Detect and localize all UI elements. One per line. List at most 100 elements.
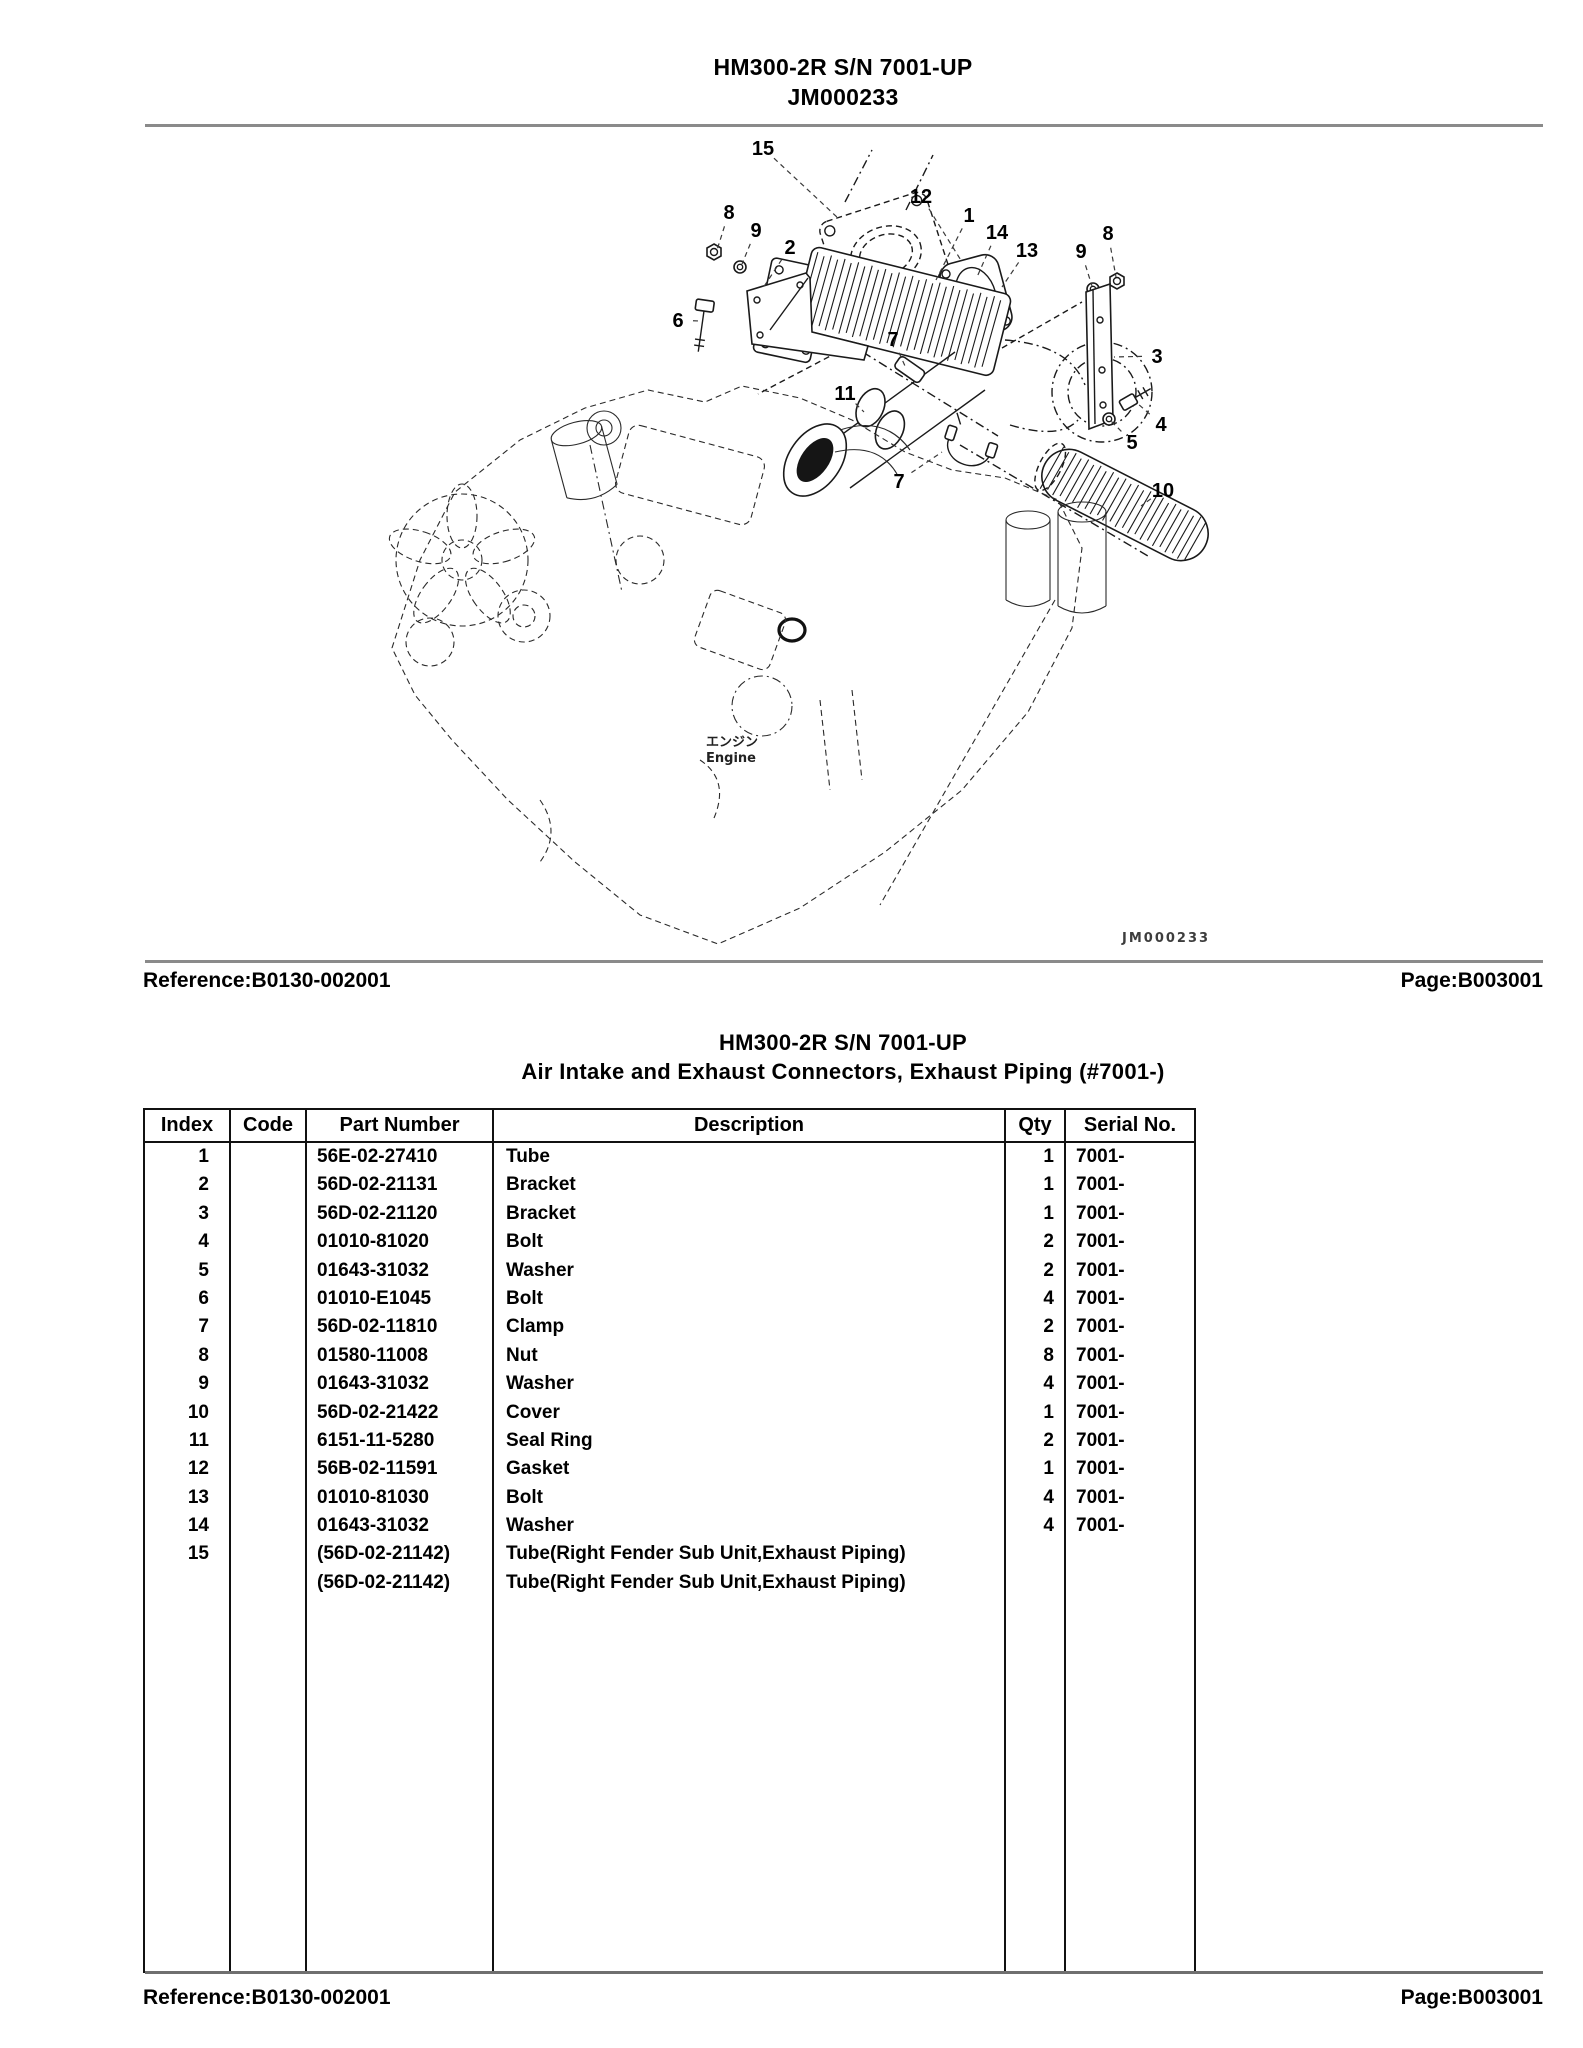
table-cell: 56E-02-27410	[307, 1143, 494, 1172]
bracket-3	[1085, 282, 1114, 431]
callout-leader	[741, 243, 751, 265]
table-cell: 7001-	[1076, 1174, 1125, 1196]
table-cell: Nut	[494, 1341, 1006, 1371]
table-cell: 01010-81030	[307, 1483, 494, 1513]
callout-leader	[855, 403, 865, 413]
table-cell: 56D-02-21120	[307, 1199, 494, 1229]
table-cell: Tube(Right Fender Sub Unit,Exhaust Pipin…	[494, 1568, 1006, 1598]
alignment-line	[959, 444, 1149, 557]
page-title-model: HM300-2R S/N 7001-UP	[713, 54, 973, 80]
table-cell: Tube(Right Fender Sub Unit,Exhaust Pipin…	[494, 1540, 1006, 1569]
callout-leader	[976, 245, 992, 278]
callout-9: 9	[1075, 241, 1086, 263]
bracket-2	[746, 272, 869, 361]
corrugation-line	[832, 262, 852, 330]
table-cell: 01643-31032	[307, 1370, 494, 1399]
table-cell	[1066, 1540, 1194, 1568]
table-cell: 2	[1006, 1228, 1066, 1257]
table-cell: Bolt	[494, 1483, 1006, 1513]
table-cell	[231, 1199, 307, 1229]
table-cell	[1006, 1568, 1066, 1598]
table-cell: 13	[145, 1483, 231, 1513]
table-cell: Gasket	[494, 1455, 1006, 1484]
corrugation-line	[886, 276, 907, 344]
alignment-line	[844, 149, 873, 203]
table-cell: (56D-02-21142)	[307, 1540, 494, 1569]
callout-5: 5	[1126, 432, 1137, 454]
table-cell: Washer	[494, 1370, 1006, 1399]
callout-2: 2	[784, 237, 795, 259]
corrugation-line	[818, 259, 839, 327]
callout-14: 14	[986, 222, 1009, 244]
elbow-outlet	[1004, 339, 1153, 443]
page-title-figure-no: JM000233	[787, 84, 899, 110]
corrugation-line	[960, 292, 982, 365]
seal-rings-11	[855, 387, 906, 450]
table-cell: 1	[1006, 1455, 1066, 1484]
callout-leader	[762, 259, 783, 289]
table-cell: 7001-	[1076, 1515, 1125, 1537]
corrugation-line	[1121, 490, 1145, 529]
corrugation-line	[946, 289, 968, 361]
corrugation-line	[872, 273, 893, 340]
figure-code: JM000233	[1121, 931, 1210, 946]
corrugation-line	[933, 285, 955, 358]
corrugation-line	[919, 282, 941, 355]
table-cell	[231, 1455, 307, 1484]
corrugation-line	[859, 269, 879, 337]
table-cell: 1	[145, 1143, 231, 1172]
corrugation-line	[967, 296, 988, 364]
callout-leader	[1136, 402, 1151, 415]
table-cell: (56D-02-21142)	[307, 1568, 494, 1598]
corrugation-line	[1059, 458, 1082, 497]
callout-1: 1	[963, 205, 974, 227]
corrugation-line	[900, 279, 920, 347]
table-cell: 4	[1006, 1512, 1066, 1541]
callout-leader	[1110, 420, 1122, 432]
table-cell: 1	[1006, 1171, 1066, 1200]
table-cell: Seal Ring	[494, 1426, 1006, 1456]
table-cell: 7001-	[1076, 1259, 1125, 1281]
table-cell: 7001-	[1076, 1458, 1125, 1480]
corrugation-line	[1064, 459, 1090, 502]
table-cell: 01010-E1045	[307, 1284, 494, 1314]
table-cell: 6	[145, 1284, 231, 1314]
callout-7: 7	[887, 329, 898, 351]
corrugation-line	[981, 300, 1002, 367]
table-filler-cell	[1006, 1597, 1066, 1971]
table-cell: Bolt	[494, 1284, 1006, 1314]
callout-11: 11	[834, 383, 855, 405]
alignment-line	[757, 351, 839, 395]
corrugation-line	[1089, 471, 1115, 515]
callout-leader	[898, 352, 906, 367]
footer-2: Reference:B0130-002001 Page:B003001	[143, 1986, 1543, 2010]
engine-sketch	[388, 385, 1107, 945]
engine-label-en: Engine	[706, 751, 756, 766]
corrugation-line	[1052, 452, 1077, 496]
callout-6: 6	[672, 310, 683, 332]
table-cell: 14	[145, 1512, 231, 1541]
lower-pipe	[782, 351, 986, 497]
nut-8-right	[1109, 272, 1125, 290]
corrugation-line	[824, 258, 846, 331]
cover-10	[1034, 442, 1209, 562]
callout-9: 9	[750, 220, 761, 242]
footer-1: Reference:B0130-002001 Page:B003001	[143, 969, 1543, 993]
corrugation-line	[851, 265, 873, 338]
table-filler-cell	[494, 1597, 1006, 1971]
table-cell: 7001-	[1076, 1202, 1125, 1224]
table-cell: Washer	[494, 1256, 1006, 1285]
table-cell	[231, 1483, 307, 1513]
page-label: Page:B003001	[1400, 969, 1543, 992]
corrugation-line	[1151, 503, 1177, 547]
table-cell: 11	[145, 1426, 231, 1456]
table-cell	[145, 1568, 231, 1598]
corrugation-line	[1077, 465, 1102, 509]
callout-leader	[773, 157, 839, 219]
table-cell: 7001-	[1076, 1486, 1125, 1508]
table-cell: 3	[145, 1199, 231, 1229]
table-cell: Clamp	[494, 1313, 1006, 1342]
table-cell: 56B-02-11591	[307, 1455, 494, 1484]
